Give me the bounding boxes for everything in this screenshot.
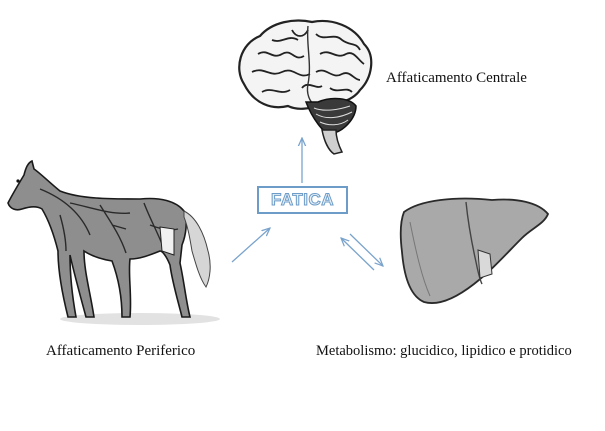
- arrow-from-peripheral: [231, 228, 270, 263]
- fatica-box: FATICA: [257, 186, 348, 214]
- peripheral-fatigue-label: Affaticamento Periferico: [46, 343, 196, 359]
- brain-icon: [238, 19, 373, 155]
- liver-icon: [399, 197, 550, 304]
- arrow-to-metabolism: [349, 233, 383, 266]
- central-fatigue-label: Affaticamento Centrale: [386, 70, 527, 86]
- metabolism-label: Metabolismo: glucidico, lipidico e proti…: [316, 343, 572, 359]
- horse-muscle-icon: [7, 159, 220, 325]
- arrow-from-metabolism: [341, 238, 375, 271]
- fatica-label: FATICA: [270, 190, 335, 210]
